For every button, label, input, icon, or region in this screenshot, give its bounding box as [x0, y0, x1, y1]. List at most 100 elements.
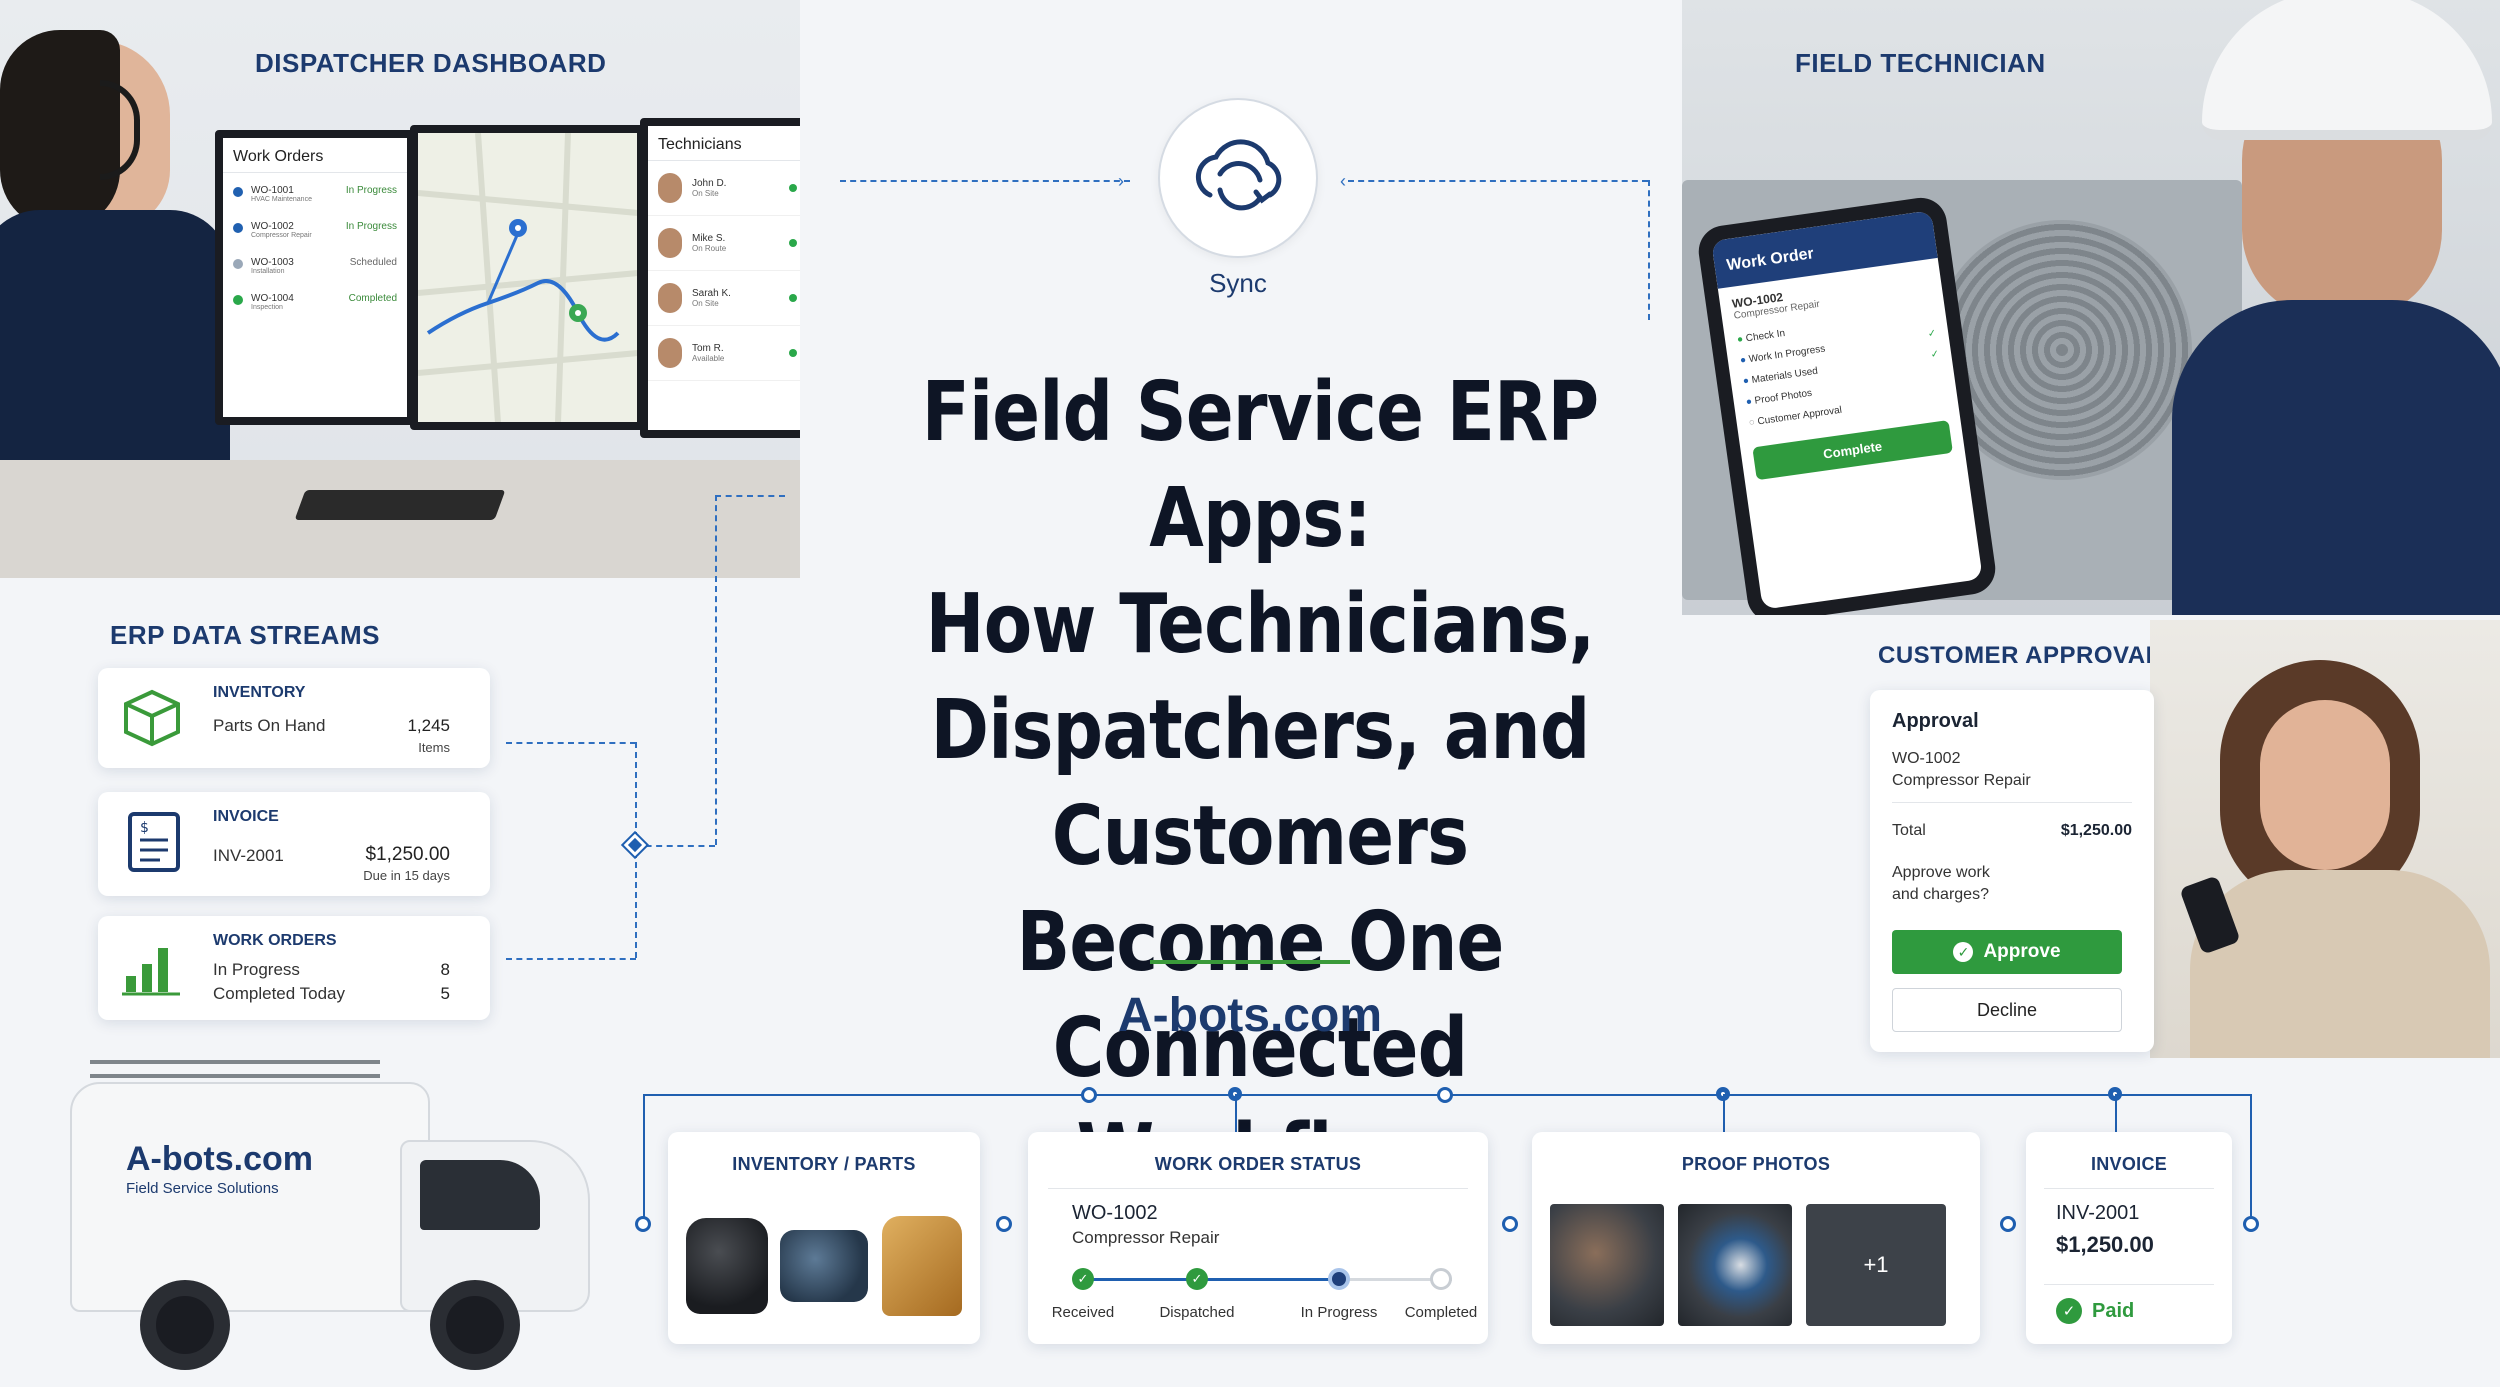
route-map — [418, 133, 637, 422]
step-label: Completed — [1404, 1304, 1478, 1321]
inventory-parts-card[interactable]: INVENTORY / PARTS — [668, 1132, 980, 1344]
approve-question: Approve work — [1892, 864, 1990, 881]
card-label: WORK ORDERS — [213, 932, 337, 949]
technician-name: Tom R. — [692, 343, 724, 354]
technicians-monitor: Technicians John D.On Site Mike S.On Rou… — [640, 118, 800, 438]
technician-row[interactable]: Tom R.Available — [648, 326, 800, 381]
wo-status: Completed — [348, 293, 397, 304]
check-icon: ● — [1736, 333, 1744, 346]
sync-circle[interactable] — [1158, 98, 1318, 258]
wo-desc: Installation — [251, 268, 285, 275]
hard-hat-icon — [2202, 0, 2492, 140]
online-indicator — [789, 349, 797, 357]
card-label: INVOICE — [213, 808, 279, 825]
technician-name: Sarah K. — [692, 288, 731, 299]
status-dot — [233, 259, 243, 269]
card-title: INVOICE — [2090, 1154, 2168, 1174]
decline-button[interactable]: Decline — [1892, 988, 2122, 1032]
field-tech-section-title: FIELD TECHNICIAN — [1795, 48, 2046, 78]
card-line: Parts On Hand — [213, 716, 326, 735]
work-order-status-card[interactable]: WORK ORDER STATUS WO-1002 Compressor Rep… — [1028, 1132, 1488, 1344]
headline-line: Field Service ERP Apps: — [921, 365, 1600, 566]
headline: Field Service ERP Apps: How Technicians,… — [804, 360, 1716, 1208]
workflow-node — [1437, 1087, 1453, 1103]
technicians-title: Technicians — [648, 126, 800, 161]
check-circle-icon: ✓ — [2056, 1298, 2082, 1324]
technician-row[interactable]: Sarah K.On Site — [648, 271, 800, 326]
total-label: Total — [1892, 822, 1926, 839]
map-monitor — [410, 125, 645, 430]
workflow-line — [1235, 1094, 1237, 1132]
map-pin-icon[interactable] — [509, 219, 527, 237]
approve-button[interactable]: ✓ Approve — [1892, 930, 2122, 974]
map-pin-icon[interactable] — [569, 304, 587, 322]
workflow-node — [635, 1216, 651, 1232]
brand-link[interactable]: A-bots.com — [1118, 989, 1382, 1042]
field-technician-photo: Work Order WO-1002 Compressor Repair ● C… — [1682, 0, 2500, 615]
wo-id: WO-1004 — [251, 293, 294, 304]
technician-row[interactable]: Mike S.On Route — [648, 216, 800, 271]
arrow-icon: ‹ — [1340, 171, 1346, 191]
more-count: +1 — [1863, 1252, 1889, 1277]
headline-line: How Technicians, — [925, 577, 1596, 672]
card-label: INVENTORY — [213, 684, 306, 701]
proof-photo-thumbnail[interactable] — [1678, 1204, 1792, 1326]
erp-inventory-card[interactable]: INVENTORY Parts On Hand 1,245 Items — [98, 668, 490, 768]
avatar — [658, 283, 682, 313]
online-indicator — [789, 294, 797, 302]
invoice-doc-icon: $ — [128, 812, 180, 872]
online-indicator — [789, 239, 797, 247]
proof-photo-more[interactable]: +1 — [1806, 1204, 1946, 1326]
card-unit: Items — [418, 740, 450, 755]
wo-id: WO-1001 — [251, 185, 294, 196]
card-line: INV-2001 — [213, 846, 284, 865]
online-indicator — [789, 184, 797, 192]
invoice-card[interactable]: INVOICE INV-2001 $1,250.00 ✓ Paid — [2026, 1132, 2232, 1344]
paid-label: Paid — [2092, 1299, 2135, 1322]
status-dot — [233, 187, 243, 197]
sync-cloud-icon — [1195, 139, 1282, 211]
technician-status: Available — [692, 354, 725, 363]
check-icon: ● — [1739, 354, 1747, 367]
status-dot — [233, 295, 243, 305]
status-dot — [233, 223, 243, 233]
technician-row[interactable]: John D.On Site — [648, 161, 800, 216]
card-title: WORK ORDER STATUS — [1154, 1154, 1362, 1174]
erp-work-orders-card[interactable]: WORK ORDERS In Progress Completed Today … — [98, 916, 490, 1020]
wo-desc: Compressor Repair — [251, 232, 312, 239]
card-line: Completed Today — [213, 984, 345, 1003]
connector-line — [506, 958, 636, 960]
technician-status: On Site — [692, 299, 719, 308]
work-orders-title: Work Orders — [223, 138, 407, 173]
check-icon: ○ — [1748, 416, 1756, 429]
technician-person — [2132, 0, 2500, 615]
part-motor-icon — [780, 1230, 868, 1302]
proof-photos-card[interactable]: PROOF PHOTOS +1 — [1532, 1132, 1980, 1344]
step-label: Received — [1051, 1304, 1115, 1321]
avatar — [658, 173, 682, 203]
part-compressor-icon — [686, 1218, 768, 1314]
invoice-id: INV-2001 — [2056, 1202, 2140, 1224]
check-icon: ● — [1745, 396, 1753, 408]
proof-photo-thumbnail[interactable] — [1550, 1204, 1664, 1326]
erp-invoice-card[interactable]: $ INVOICE INV-2001 $1,250.00 Due in 15 d… — [98, 792, 490, 896]
svg-text:$: $ — [140, 820, 149, 836]
wheel-icon — [430, 1280, 520, 1370]
wo-status: Scheduled — [349, 257, 397, 268]
checklist-label: Check In — [1745, 327, 1786, 345]
step-current-icon — [1328, 1268, 1350, 1290]
van-roof-rack — [90, 1060, 380, 1078]
card-line: In Progress — [213, 960, 300, 979]
workflow-line — [1723, 1094, 1725, 1132]
approve-question: and charges? — [1892, 886, 1989, 903]
connector-line — [506, 742, 636, 744]
card-title: INVENTORY / PARTS — [732, 1154, 916, 1174]
card-value: 5 — [440, 984, 450, 1003]
check-circle-icon: ✓ — [1953, 942, 1974, 962]
